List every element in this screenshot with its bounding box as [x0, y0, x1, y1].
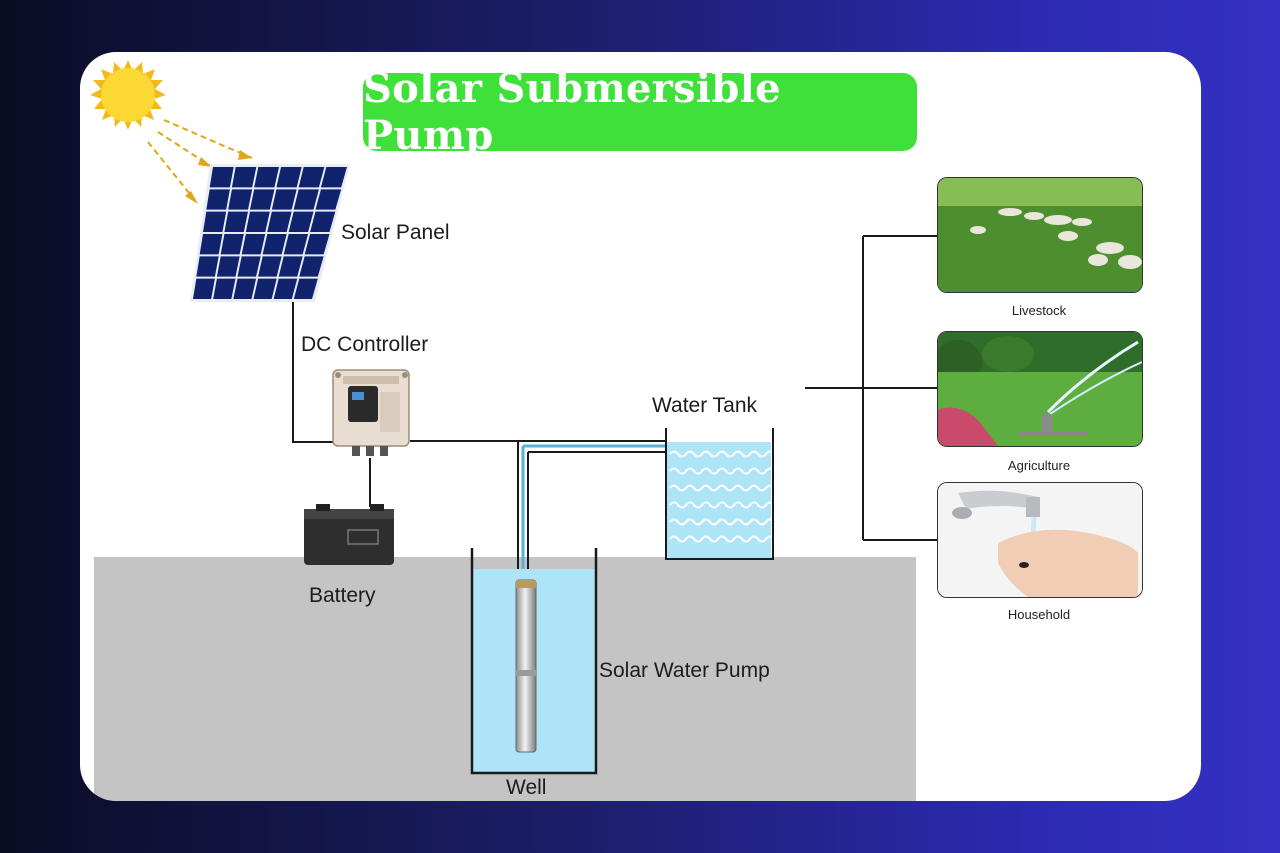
panel-cell [315, 189, 342, 210]
panel-cell [233, 278, 257, 299]
panel-cell [213, 278, 236, 299]
panel-cell [320, 167, 347, 188]
solar-panel-label: Solar Panel [341, 221, 450, 244]
wires [292, 235, 937, 541]
water-pipe [517, 440, 665, 582]
panel-cell [267, 211, 292, 232]
panel-cell [193, 278, 215, 299]
panel-cell [304, 234, 330, 255]
dc-controller-icon [332, 369, 410, 456]
panel-cell [273, 278, 298, 299]
solar-panel-icon [190, 164, 350, 302]
tank-wave [669, 518, 783, 526]
page-title: Solar Submersible Pump [363, 65, 917, 159]
panel-cell [310, 211, 336, 232]
panel-cell [196, 256, 219, 277]
sun-icon [90, 60, 166, 130]
panel-cell [216, 256, 240, 277]
battery-label: Battery [309, 584, 376, 607]
dc-controller-label: DC Controller [301, 333, 429, 356]
panel-cell [262, 234, 287, 255]
panel-cell [228, 189, 253, 210]
panel-cell [231, 167, 257, 188]
panel-cell [253, 278, 277, 299]
panel-cell [271, 189, 297, 210]
panel-cell [278, 256, 303, 277]
panel-cell [254, 167, 279, 188]
panel-cell [250, 189, 275, 210]
panel-cell [298, 167, 325, 188]
diagram-card: Solar Submersible Pump Solar Panel DC Co… [80, 52, 1201, 801]
agriculture-photo [937, 331, 1143, 447]
panel-cell [241, 234, 266, 255]
battery-icon [304, 504, 394, 565]
submersible-pump-icon [515, 579, 537, 753]
tank-wave [669, 535, 783, 543]
panel-cell [220, 234, 244, 255]
well-label: Well [506, 776, 547, 799]
panel-cell [237, 256, 261, 277]
panel-cell [288, 211, 314, 232]
water-tank-icon [665, 428, 783, 560]
panel-cell [245, 211, 270, 232]
water-tank-label: Water Tank [652, 394, 758, 417]
livestock-label: Livestock [1011, 303, 1067, 318]
panel-cell [258, 256, 282, 277]
solar-water-pump-label: Solar Water Pump [599, 659, 770, 682]
panel-cell [293, 278, 318, 299]
tank-wave [669, 484, 783, 492]
panel-cell [206, 189, 230, 210]
tank-wave [669, 467, 783, 475]
panel-cell [224, 211, 248, 232]
system-illustration [90, 60, 937, 775]
panel-cell [203, 211, 227, 232]
panel-cell [299, 256, 324, 277]
panel-cell [199, 234, 223, 255]
panel-cell [209, 167, 234, 188]
tank-wave [669, 450, 783, 458]
agriculture-label: Agriculture [1007, 458, 1071, 473]
livestock-photo [937, 177, 1143, 293]
household-label: Household [1007, 607, 1071, 622]
panel-cell [293, 189, 319, 210]
panel-cell [276, 167, 302, 188]
panel-cell [283, 234, 309, 255]
tank-wave [669, 501, 783, 509]
household-photo [937, 482, 1143, 598]
